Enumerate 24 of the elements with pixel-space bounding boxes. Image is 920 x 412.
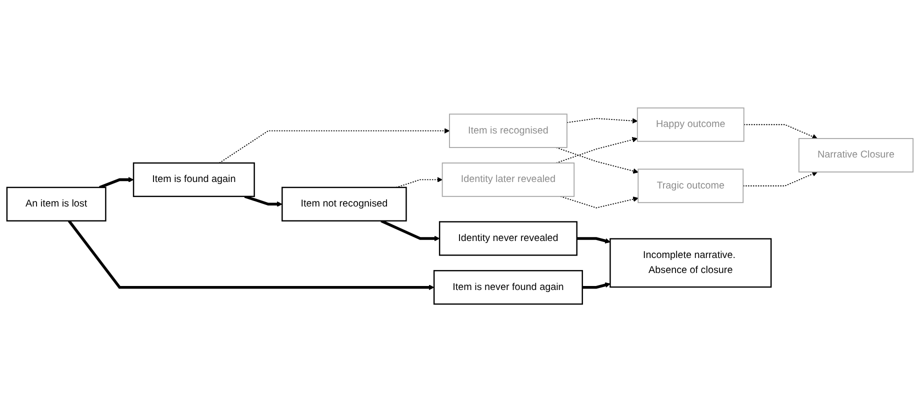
node-box: Happy outcome — [636, 107, 744, 142]
node-box: Item is recognised — [449, 114, 568, 148]
node-box: Tragic outcome — [638, 168, 744, 204]
node-box: Item not recognised — [282, 186, 407, 222]
node-box: An item is lost — [6, 186, 106, 222]
arrow — [560, 196, 638, 208]
arrow — [743, 124, 818, 140]
arrow — [576, 237, 610, 244]
arrow — [380, 220, 440, 242]
arrow — [244, 195, 282, 207]
arrow — [68, 220, 434, 290]
node-box: Incomplete narrative. Absence of closure — [610, 238, 772, 288]
arrow — [742, 171, 818, 186]
arrow — [566, 118, 638, 124]
node-box: Item is found again — [132, 162, 255, 198]
node-box: Narrative Closure — [798, 138, 914, 172]
arrow — [99, 176, 134, 189]
node-box: Identity later revealed — [442, 162, 575, 197]
node-box: Item is never found again — [433, 270, 583, 305]
arrow — [218, 128, 450, 164]
node-box: Identity never revealed — [438, 221, 578, 256]
arrow — [556, 147, 638, 174]
arrow — [582, 282, 610, 289]
arrow — [556, 137, 638, 164]
